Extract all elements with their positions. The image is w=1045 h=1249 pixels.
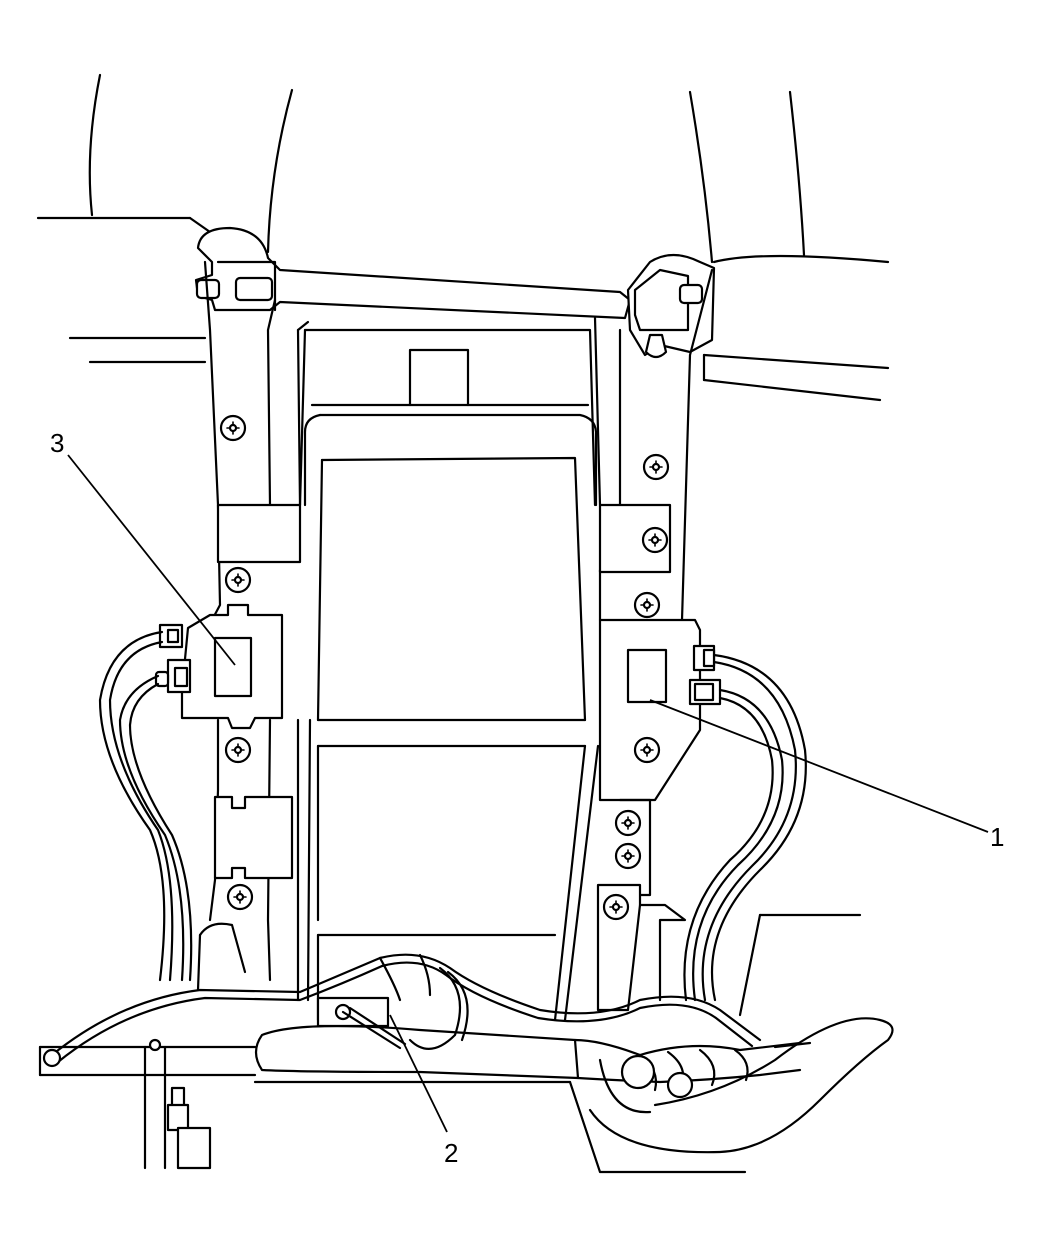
screws [219,414,670,921]
screw-icon [219,414,247,442]
callout-label-3: 3 [50,428,64,458]
top-crossbar [194,226,716,359]
callout-label-1: 1 [990,822,1004,852]
callout-label-2: 2 [444,1138,458,1168]
screw-icon [224,566,252,594]
right-bracket-upper [598,503,672,574]
harness-main [254,1024,802,1114]
screw-icon [226,883,254,911]
callout-leaders [67,454,989,1133]
module-1-body [626,648,668,704]
left-bracket-upper [216,503,302,564]
seat-frame [203,260,714,1022]
harness-wire-over [42,953,762,1068]
right-connectors [683,644,807,1002]
screw-icon [614,809,642,837]
screw-icon [224,736,252,764]
lower-legs [196,913,862,1017]
screw-icon [602,893,630,921]
right-module-bracket [596,618,702,1012]
screw-icon [642,453,670,481]
leader-line-1 [649,699,989,833]
left-connectors [98,623,193,982]
floor-rail [38,1017,894,1174]
left-module-bracket [180,603,284,730]
ground-clip [316,996,407,1050]
left-bracket-lower [213,795,294,880]
lower-left-post [143,1038,212,1170]
screw-icon [633,591,661,619]
screw-icon [633,736,661,764]
screw-icon [641,526,669,554]
leader-line-2 [389,1014,448,1133]
seat-outline-upper [36,73,890,402]
leader-line-3 [67,454,236,666]
screw-icon [614,842,642,870]
